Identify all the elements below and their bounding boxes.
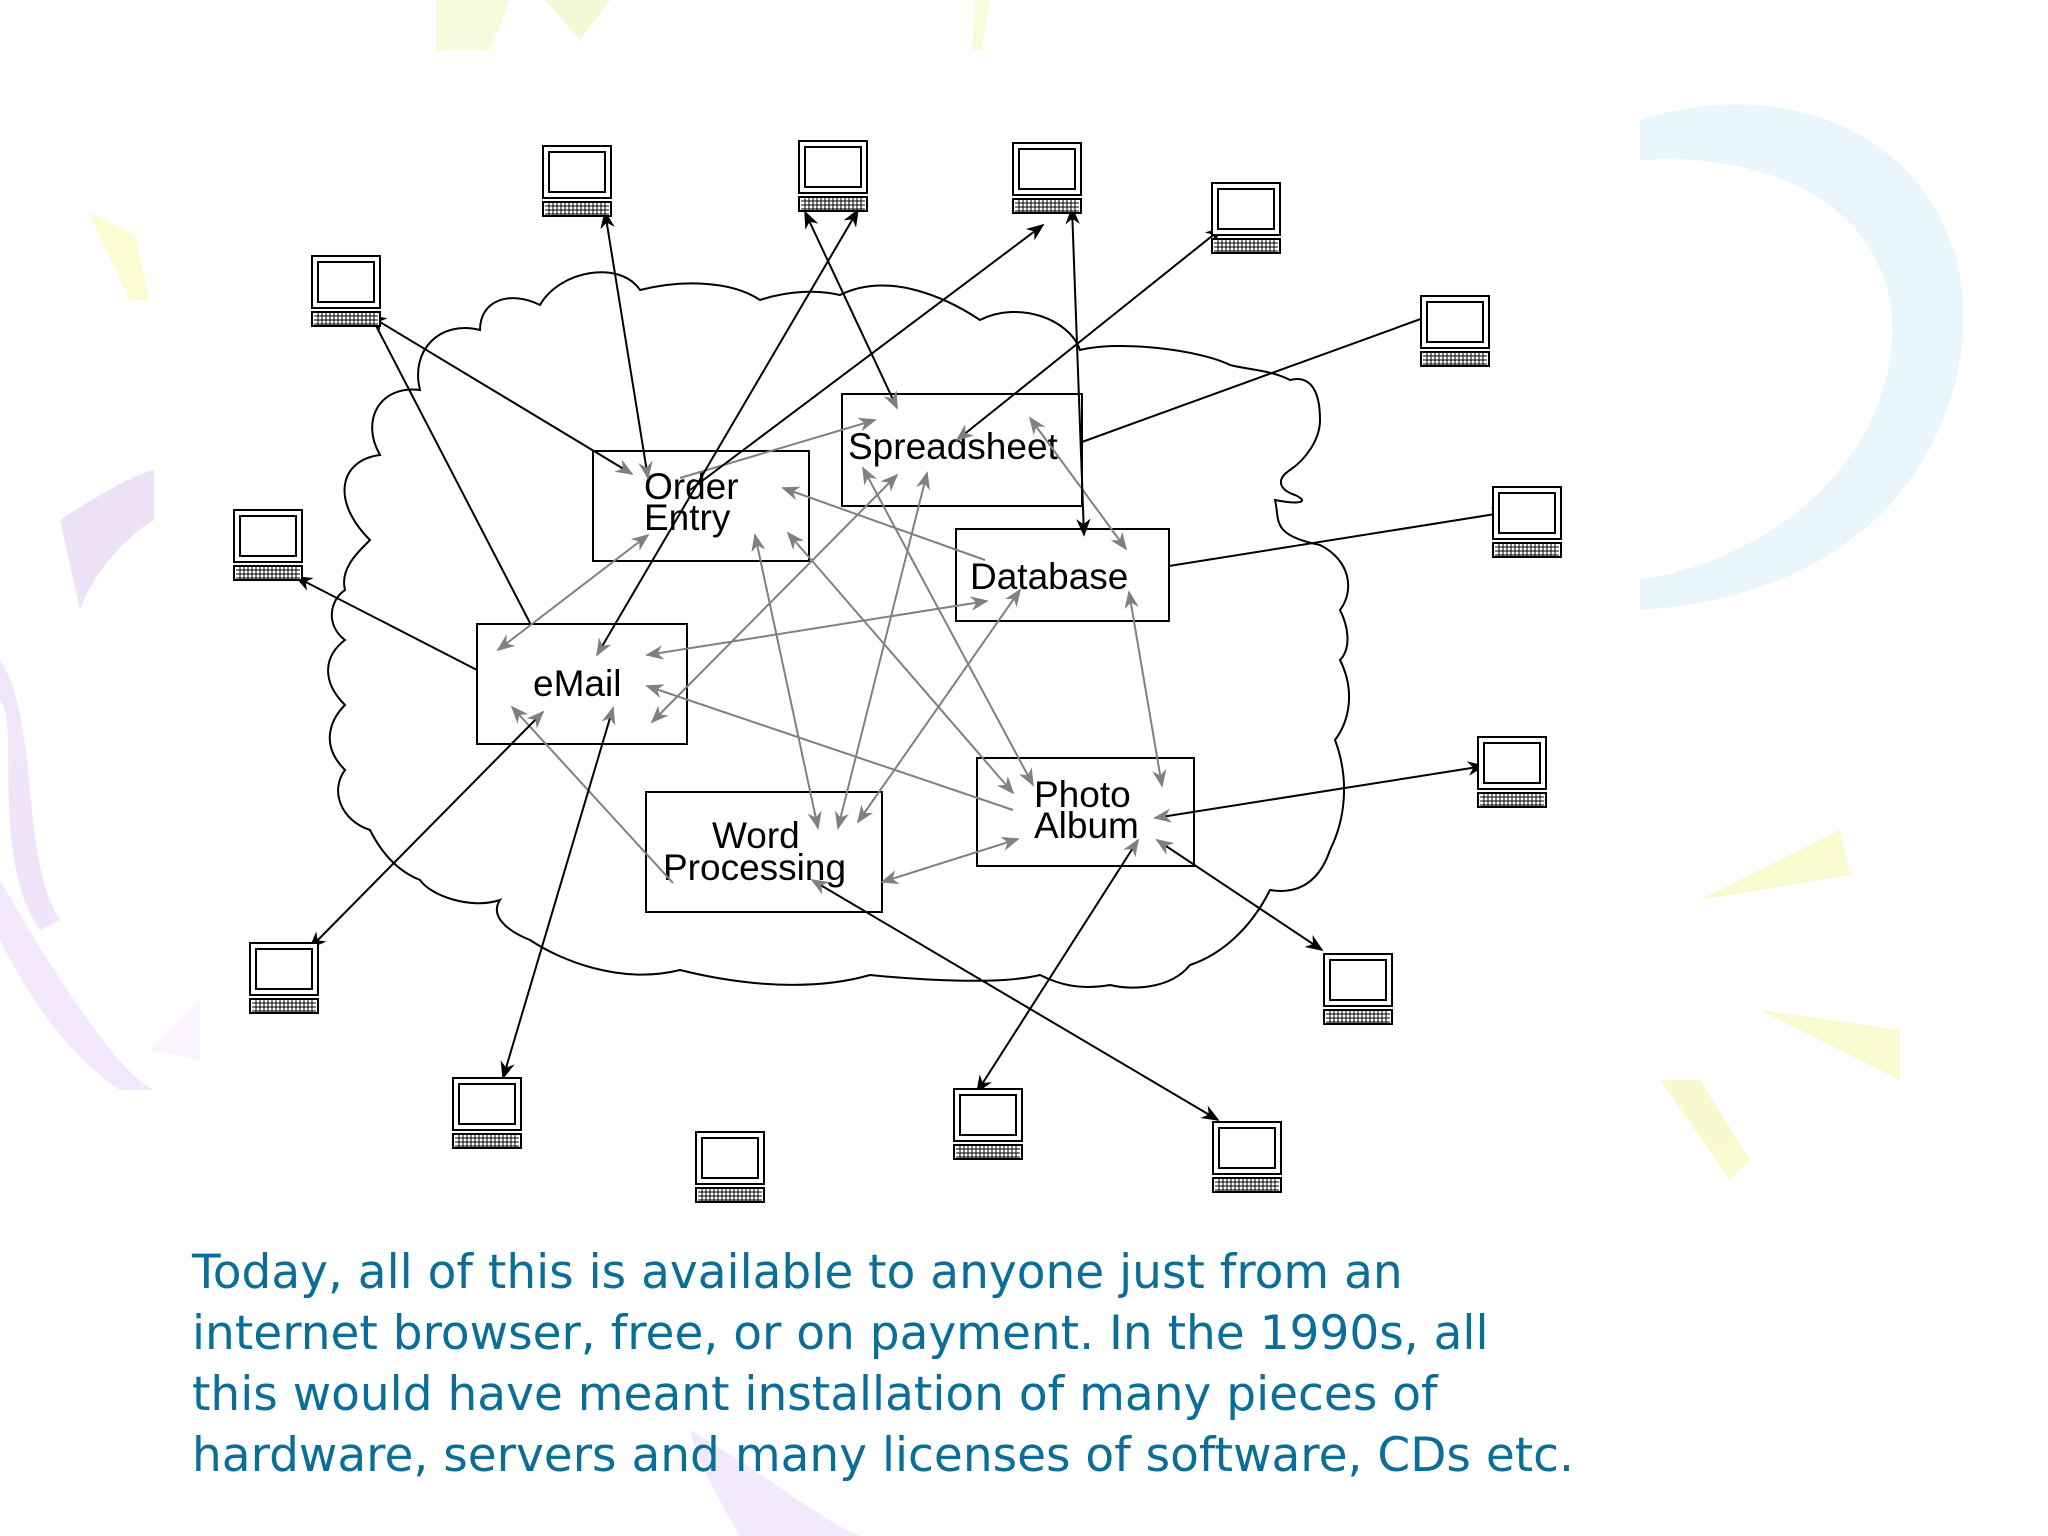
slide-caption: Today, all of this is available to anyon… [192, 1242, 1952, 1486]
computer-terminal-icon [798, 140, 868, 212]
computer-terminal-icon [249, 942, 319, 1014]
link-word-pc10 [810, 879, 1220, 1121]
computer-terminal-icon [1477, 736, 1547, 808]
link-email-pc2 [596, 208, 859, 657]
link-spreadsheet-pc5 [1081, 310, 1442, 443]
application-boxes: Order Entry Spreadsheet Database eMail W… [476, 393, 1195, 913]
database-label: Database [970, 556, 1128, 597]
computer-terminal-icon [1323, 953, 1393, 1025]
computer-terminal-icon [1212, 1121, 1282, 1193]
link-email-pc-mid [294, 576, 478, 671]
computer-terminal-icon [695, 1131, 765, 1203]
spreadsheet-label: Spreadsheet [848, 426, 1059, 467]
link-database-email [645, 596, 989, 660]
computer-terminal-icon [452, 1077, 522, 1149]
computer-terminal-icon [542, 145, 612, 217]
caption-line: hardware, servers and many licenses of s… [192, 1428, 1574, 1483]
computer-terminal-icon [1012, 142, 1082, 214]
email-label: eMail [533, 663, 621, 704]
computer-terminal-icon [953, 1088, 1023, 1160]
link-photo-pc7 [1153, 761, 1486, 823]
link-database-pc6 [1168, 507, 1510, 567]
link-order-word [751, 533, 822, 830]
link-order-pc1 [600, 210, 653, 480]
link-database-word [856, 588, 1022, 824]
link-spreadsheet-word [834, 471, 931, 830]
computer-terminal-icon [311, 255, 381, 327]
background-decoration [0, 0, 1964, 1536]
link-photo-pc8 [1155, 839, 1324, 951]
link-photo-pc9 [976, 838, 1139, 1094]
computers [233, 140, 1562, 1203]
computer-terminal-icon [1211, 182, 1281, 254]
link-database-pc3 [1065, 206, 1091, 537]
link-email-pc11 [500, 706, 616, 1080]
link-email-pc-left [371, 317, 531, 624]
computer-terminal-icon [1420, 295, 1490, 367]
outer-connections [294, 206, 1510, 1121]
link-email-photo [645, 684, 1014, 811]
link-database-photo [1124, 590, 1167, 788]
link-email-pc12 [308, 710, 545, 950]
computer-terminal-icon [1492, 486, 1562, 558]
computer-terminal-icon [233, 509, 303, 581]
link-spreadsheet-pc2 [804, 210, 898, 410]
caption-line: Today, all of this is available to anyon… [192, 1245, 1403, 1300]
photo-album-label: Photo Album [1034, 774, 1141, 846]
caption-line: this would have meant installation of ma… [192, 1367, 1438, 1422]
caption-line: internet browser, free, or on payment. I… [192, 1306, 1489, 1361]
link-order-pc-left [368, 315, 634, 475]
